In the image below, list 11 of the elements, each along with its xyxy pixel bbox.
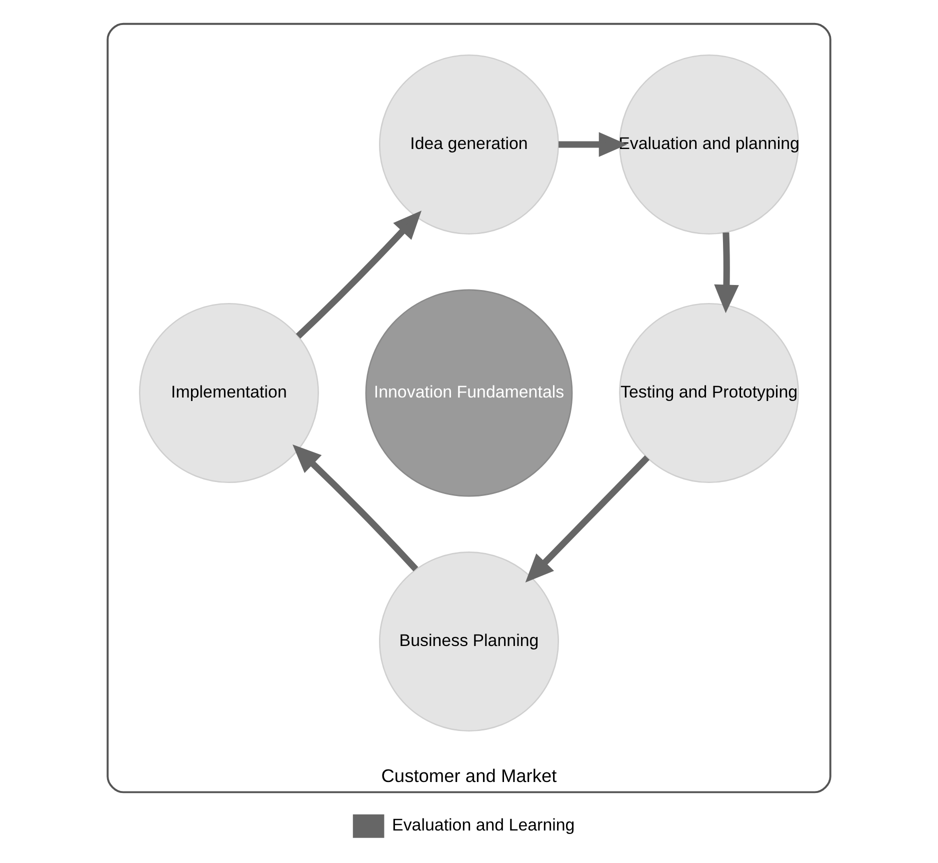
arrow <box>558 132 628 157</box>
node-circle: Evaluation and planning <box>619 54 800 235</box>
arrow <box>296 210 422 339</box>
node-circle: Testing and Prototyping <box>619 303 800 484</box>
arrow <box>292 444 418 572</box>
node-circle: Innovation Fundamentals <box>365 289 573 497</box>
arrow <box>714 232 739 314</box>
node-circle: Implementation <box>138 303 319 484</box>
arrow <box>525 455 650 582</box>
legend-label: Evaluation and Learning <box>392 816 575 835</box>
node-circle: Idea generation <box>378 54 560 235</box>
